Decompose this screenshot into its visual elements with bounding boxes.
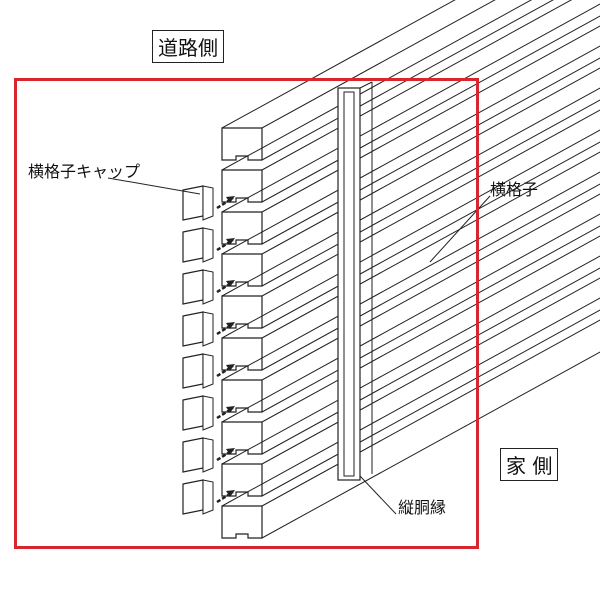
slat-bottom-edge — [261, 0, 554, 161]
slat-top-edge — [221, 45, 600, 255]
arrow-head — [226, 196, 235, 203]
slat-leader — [429, 195, 491, 263]
arrow-head — [226, 238, 235, 245]
cap-leader — [107, 177, 201, 195]
cap-side — [202, 227, 214, 263]
slat-edge — [261, 319, 600, 507]
slat-top-edge — [221, 213, 600, 423]
cap-side — [202, 185, 214, 221]
arrow-head — [226, 322, 235, 329]
post-label: 縦胴縁 — [398, 498, 447, 517]
arrow-head — [226, 364, 235, 371]
slat-edge — [261, 277, 600, 465]
vertical-post-channel — [343, 91, 355, 477]
slat-bottom-edge — [261, 141, 600, 329]
slat-edge — [261, 151, 600, 339]
slat-edge — [261, 193, 600, 381]
slat-edge — [261, 235, 600, 423]
slat-edge — [261, 67, 600, 255]
cap-side — [202, 353, 214, 389]
slat-bottom-edge — [261, 309, 600, 497]
slat-bottom-edge — [261, 351, 600, 539]
slat-bottom-edge — [261, 99, 600, 287]
slat-top-edge — [221, 0, 456, 129]
slat-top-edge — [221, 129, 600, 339]
highlight-frame — [14, 78, 479, 549]
cap-side — [202, 311, 214, 347]
road-side-label: 道路側 — [152, 30, 224, 63]
slat-edge — [261, 0, 496, 129]
slat-top-edge — [221, 3, 600, 213]
slat-bottom-edge — [261, 225, 600, 413]
cap-side — [202, 479, 214, 515]
slat-top-edge — [221, 297, 600, 507]
arrow-head — [226, 280, 235, 287]
slat-bottom-edge — [261, 183, 600, 371]
slat-label: 横格子 — [490, 180, 539, 199]
slat-edge — [261, 25, 600, 213]
cap-side — [202, 269, 214, 305]
slat-top-edge — [221, 0, 533, 171]
cap-side — [202, 395, 214, 431]
slat-edge — [261, 109, 600, 297]
arrow-head — [226, 448, 235, 455]
slat-bottom-edge — [261, 267, 600, 455]
slat-top-edge — [221, 87, 600, 297]
house-side-label: 家 側 — [500, 448, 559, 481]
cap-side — [202, 437, 214, 473]
cap-label: 横格子キャップ — [28, 162, 141, 181]
slat-top-edge — [221, 255, 600, 465]
arrow-head — [226, 490, 235, 497]
post-top — [359, 81, 373, 89]
slat-top-edge — [221, 171, 600, 381]
arrow-head — [226, 406, 235, 413]
slat-edge — [261, 0, 573, 171]
slat-bottom-edge — [261, 57, 600, 245]
slat-bottom-edge — [261, 15, 600, 203]
post-leader — [359, 475, 397, 515]
slat-end — [221, 505, 263, 539]
